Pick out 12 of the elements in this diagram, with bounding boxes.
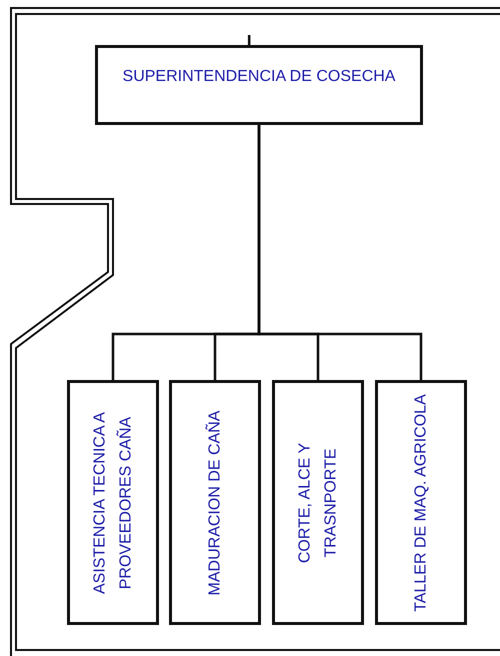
unit-name: TALLER DE MAQ. AGRICOLA: [410, 392, 430, 614]
unit-name: MADURACION DE CAÑA: [204, 409, 224, 597]
unit-name: CORTE, ALCE Y TRASNPORTE: [294, 441, 340, 565]
org-unit-box: [169, 380, 261, 625]
connector-line: [258, 125, 422, 380]
org-unit-box: [67, 380, 159, 625]
org-unit-box: [95, 45, 423, 125]
org-unit-box: [272, 380, 364, 625]
unit-name: ASISTENCIA TECNICA A PROVEEDORES CAÑA: [90, 410, 135, 596]
unit-name: SUPERINTENDENCIA DE COSECHA: [122, 67, 396, 87]
org-unit-box: [375, 380, 467, 625]
connector-line: [248, 35, 250, 45]
